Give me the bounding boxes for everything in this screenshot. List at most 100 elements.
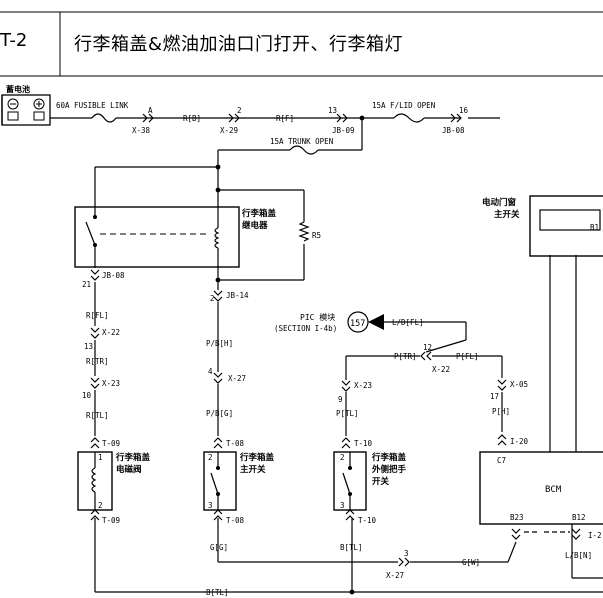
pin-label: 2 <box>210 294 215 303</box>
pin-label: 21 <box>82 280 91 289</box>
connector-label: X-22 <box>432 365 450 374</box>
diagram-code: T-2 <box>0 30 28 51</box>
connector-label: X-22 <box>102 328 120 337</box>
pin-label: 16 <box>459 106 469 115</box>
fusible-link-icon <box>91 113 117 123</box>
pin-label: 2 <box>98 501 103 510</box>
diagram-title: 行李箱盖&燃油加油口门打开、行李箱灯 <box>74 34 404 55</box>
pin-label: B12 <box>572 513 586 522</box>
pin-label: 13 <box>84 342 93 351</box>
pin-label: 3 <box>404 549 409 558</box>
connector-label: T-08 <box>226 516 245 525</box>
wire-label: G[G] <box>210 543 228 552</box>
junction-dot <box>349 589 355 595</box>
relay-box <box>74 206 240 268</box>
pin-label: 2 <box>208 453 213 462</box>
battery-label: 蓄电池 <box>6 84 30 94</box>
pin-label: 2 <box>237 106 242 115</box>
battery: 蓄电池 <box>1 84 51 126</box>
pic-label: PIC 模块 <box>300 312 335 322</box>
bcm-label: BCM <box>545 485 562 495</box>
outer-handle-switch: 2 3 行李箱盖 外侧把手 开关 <box>333 451 407 511</box>
connector-label: JB-09 <box>332 126 355 135</box>
pin-label: 2 <box>340 453 345 462</box>
wire-label: P[H] <box>492 407 510 416</box>
wire-label: B[TL] <box>206 588 229 597</box>
solenoid-label: 行李箱盖 <box>115 452 151 463</box>
wires <box>50 117 603 593</box>
pin-label: 13 <box>328 106 337 115</box>
connector-label: X-38 <box>132 126 151 135</box>
pin-label: B1 <box>590 223 599 232</box>
connector-label: X-29 <box>220 126 238 135</box>
fuse-fl-label: 15A F/LID OPEN <box>372 101 435 110</box>
connector-label: T-08 <box>226 439 245 448</box>
wire-label: R[TR] <box>86 357 109 366</box>
pin-label: C7 <box>497 456 506 465</box>
connector-label: X-23 <box>354 381 372 390</box>
header-frame <box>0 11 603 77</box>
wire-label: G[W] <box>462 558 480 567</box>
header: T-2 行李箱盖&燃油加油口门打开、行李箱灯 <box>0 0 603 58</box>
relay-switch-icon <box>85 221 96 246</box>
outer-switch-label: 开关 <box>372 476 390 487</box>
connector-label: JB-08 <box>102 271 125 280</box>
connector-label: X-27 <box>228 374 246 383</box>
wire-label: R[FL] <box>86 311 109 320</box>
wire-label: P[TL] <box>336 409 359 418</box>
pin-label: 17 <box>490 392 499 401</box>
fusible-link-label: 60A FUSIBLE LINK <box>56 101 129 110</box>
door-switch-label: 电动门窗 <box>482 197 517 208</box>
connector-label: JB-14 <box>226 291 249 300</box>
connector-label: T-09 <box>102 516 120 525</box>
wire-label: P/B[H] <box>206 339 233 348</box>
pin-label: A <box>148 106 153 115</box>
fuse-fl-icon <box>393 113 425 123</box>
wire-label: R[TL] <box>86 411 109 420</box>
outer-switch-label: 行李箱盖 <box>371 452 407 463</box>
connector-label: JB-08 <box>442 126 465 135</box>
resistor-icon <box>298 221 310 242</box>
fuse-trunk-label: 15A TRUNK OPEN <box>270 137 333 146</box>
switch-icon <box>342 472 351 495</box>
main-switch-label: 行李箱盖 <box>239 452 275 463</box>
pin-label: 3 <box>340 501 345 510</box>
pin-label: 10 <box>82 391 92 400</box>
bcm-module: C7 BCM B23 B12 <box>479 451 603 525</box>
wire-label: L/D[FL] <box>392 318 424 327</box>
switch-icon <box>210 472 219 495</box>
main-switch-label: 主开关 <box>240 464 266 475</box>
fuses <box>91 113 425 155</box>
battery-plus-icon <box>33 98 45 110</box>
connector-label: I-20 <box>510 437 529 446</box>
pic-number: 157 <box>350 319 365 329</box>
trunk-solenoid: 1 2 行李箱盖 电磁阀 <box>77 451 151 511</box>
wire-label: L/B[N] <box>565 551 592 560</box>
connector-label: I-2 <box>588 531 602 540</box>
connector-label: X-27 <box>386 571 404 580</box>
junction-dot <box>215 277 221 283</box>
outer-switch-label: 外侧把手 <box>371 464 407 475</box>
pic-section: (SECTION I-4b) <box>274 324 337 333</box>
battery-terminal <box>7 111 19 121</box>
door-switch-label: 主开关 <box>494 209 520 220</box>
junction-dot <box>359 115 365 121</box>
connector-label: X-23 <box>102 379 120 388</box>
solenoid-coil-icon <box>91 467 97 493</box>
pin-label: 4 <box>208 367 213 376</box>
junction-dot <box>215 164 221 170</box>
wire-label: B[TL] <box>340 543 363 552</box>
pin-label: 9 <box>338 395 343 404</box>
pic-arrow-icon <box>368 314 384 330</box>
relay-label: 行李箱盖 <box>241 208 277 219</box>
wire-label: P[FL] <box>456 352 479 361</box>
battery-terminal <box>33 111 45 121</box>
wire-label: P[TR] <box>394 352 417 361</box>
trunk-relay: 行李箱盖 继电器 <box>74 206 277 268</box>
wire-label: R[B] <box>183 114 201 123</box>
junction-dot <box>215 187 221 193</box>
relay-coil-icon <box>214 227 220 249</box>
pin-label: B23 <box>510 513 524 522</box>
connector-label: X-05 <box>510 380 528 389</box>
